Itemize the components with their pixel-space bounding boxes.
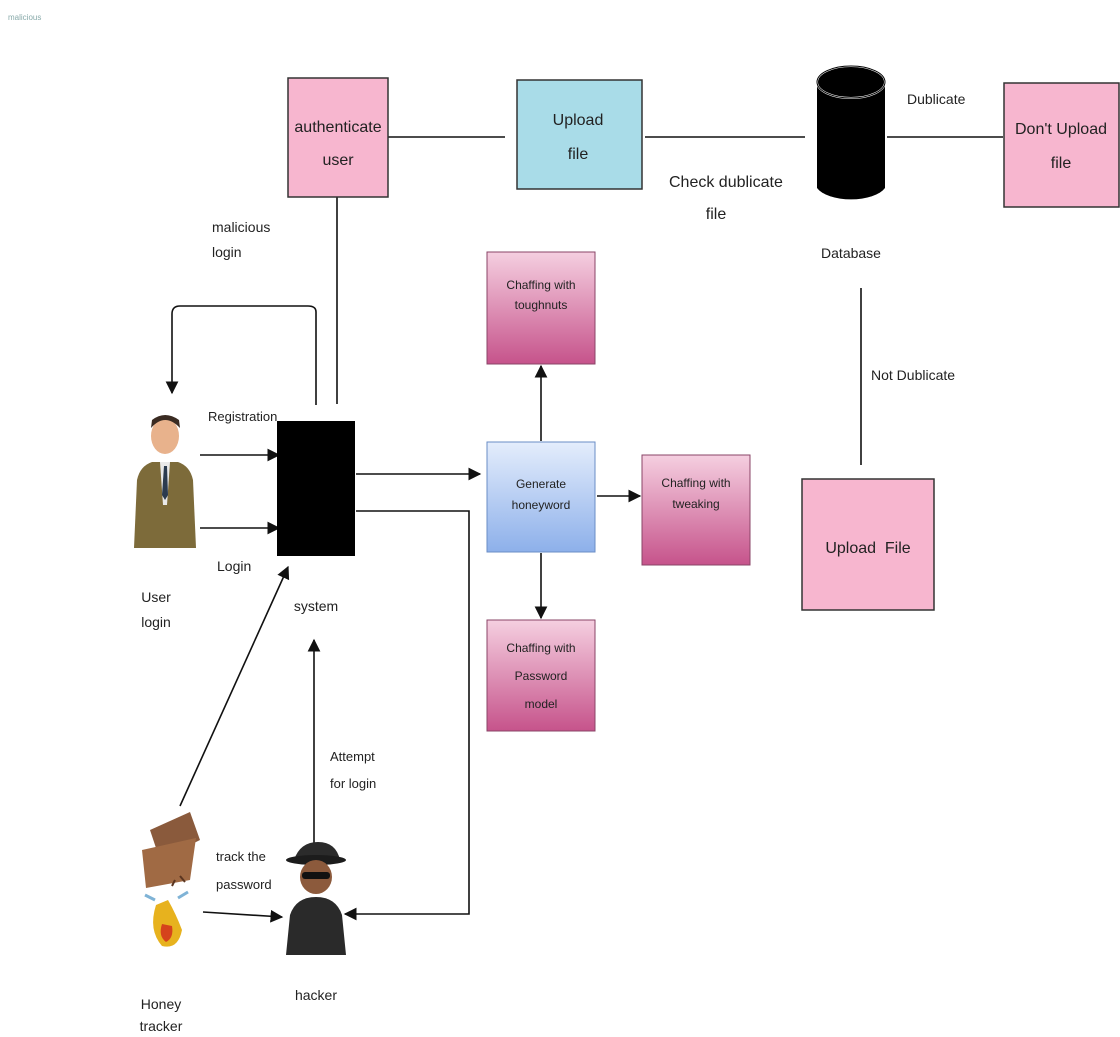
database-cylinder: [816, 65, 886, 200]
chaffing-password-model-label-1: Chaffing with: [506, 641, 575, 655]
attempt-login-label-1: Attempt: [330, 749, 375, 764]
upload-file-top-label-2: file: [568, 146, 589, 163]
honey-tracker-label-2: tracker: [140, 1018, 183, 1034]
authenticate-user-box: authenticate user: [287, 77, 389, 198]
check-dublicate-label-1: Check dublicate: [669, 174, 783, 191]
chaffing-tweaking-label-1: Chaffing with: [661, 476, 730, 490]
track-password-label-1: track the: [216, 849, 266, 864]
registration-label: Registration: [208, 409, 277, 424]
generate-honeyword-box: Generate honeyword: [486, 441, 596, 553]
honey-tracker-label-1: Honey: [141, 996, 181, 1012]
login-label: Login: [217, 558, 251, 574]
system-box: [277, 421, 355, 556]
generate-honeyword-label-1: Generate: [516, 477, 566, 491]
chaffing-toughnuts-label-2: toughnuts: [515, 298, 568, 312]
chaffing-toughnuts-box: Chaffing with toughnuts: [486, 251, 596, 365]
attempt-login-label-2: for login: [330, 776, 376, 791]
chaffing-tweaking-label-2: tweaking: [672, 497, 719, 511]
dont-upload-box: Don't Upload file: [1003, 82, 1120, 208]
connectors: [165, 136, 1003, 923]
user-icon: [134, 415, 196, 548]
chaffing-tweaking-box: Chaffing with tweaking: [641, 454, 751, 566]
authenticate-user-label-1: authenticate: [294, 119, 381, 136]
chaffing-password-model-label-2: Password: [515, 669, 568, 683]
generate-honeyword-label-2: honeyword: [512, 498, 571, 512]
watermark-text: malicious: [8, 13, 41, 22]
upload-file-top-box: Upload file: [516, 79, 643, 190]
malicious-login-label-1: malicious: [212, 219, 270, 235]
authenticate-user-label-2: user: [322, 152, 354, 169]
hacker-icon: [286, 842, 346, 955]
malicious-login-label-2: login: [212, 244, 242, 260]
hacker-label: hacker: [295, 987, 337, 1003]
dont-upload-label-1: Don't Upload: [1015, 121, 1107, 138]
chaffing-password-model-label-3: model: [525, 697, 558, 711]
upload-file-bottom-box: Upload File: [801, 478, 935, 611]
dublicate-label: Dublicate: [907, 91, 966, 107]
chaffing-password-model-box: Chaffing with Password model: [486, 619, 596, 732]
system-label: system: [294, 598, 338, 614]
not-dublicate-label: Not Dublicate: [871, 367, 955, 383]
track-password-label-2: password: [216, 877, 272, 892]
upload-file-top-label-1: Upload: [553, 112, 604, 129]
dont-upload-label-2: file: [1051, 155, 1072, 172]
user-login-label-2: login: [141, 614, 171, 630]
database-label: Database: [821, 245, 881, 261]
user-login-label-1: User: [141, 589, 171, 605]
chaffing-toughnuts-label-1: Chaffing with: [506, 278, 575, 292]
upload-file-bottom-label: Upload File: [825, 540, 910, 557]
check-dublicate-label-2: file: [706, 206, 727, 223]
honey-tracker-icon: [142, 812, 200, 947]
